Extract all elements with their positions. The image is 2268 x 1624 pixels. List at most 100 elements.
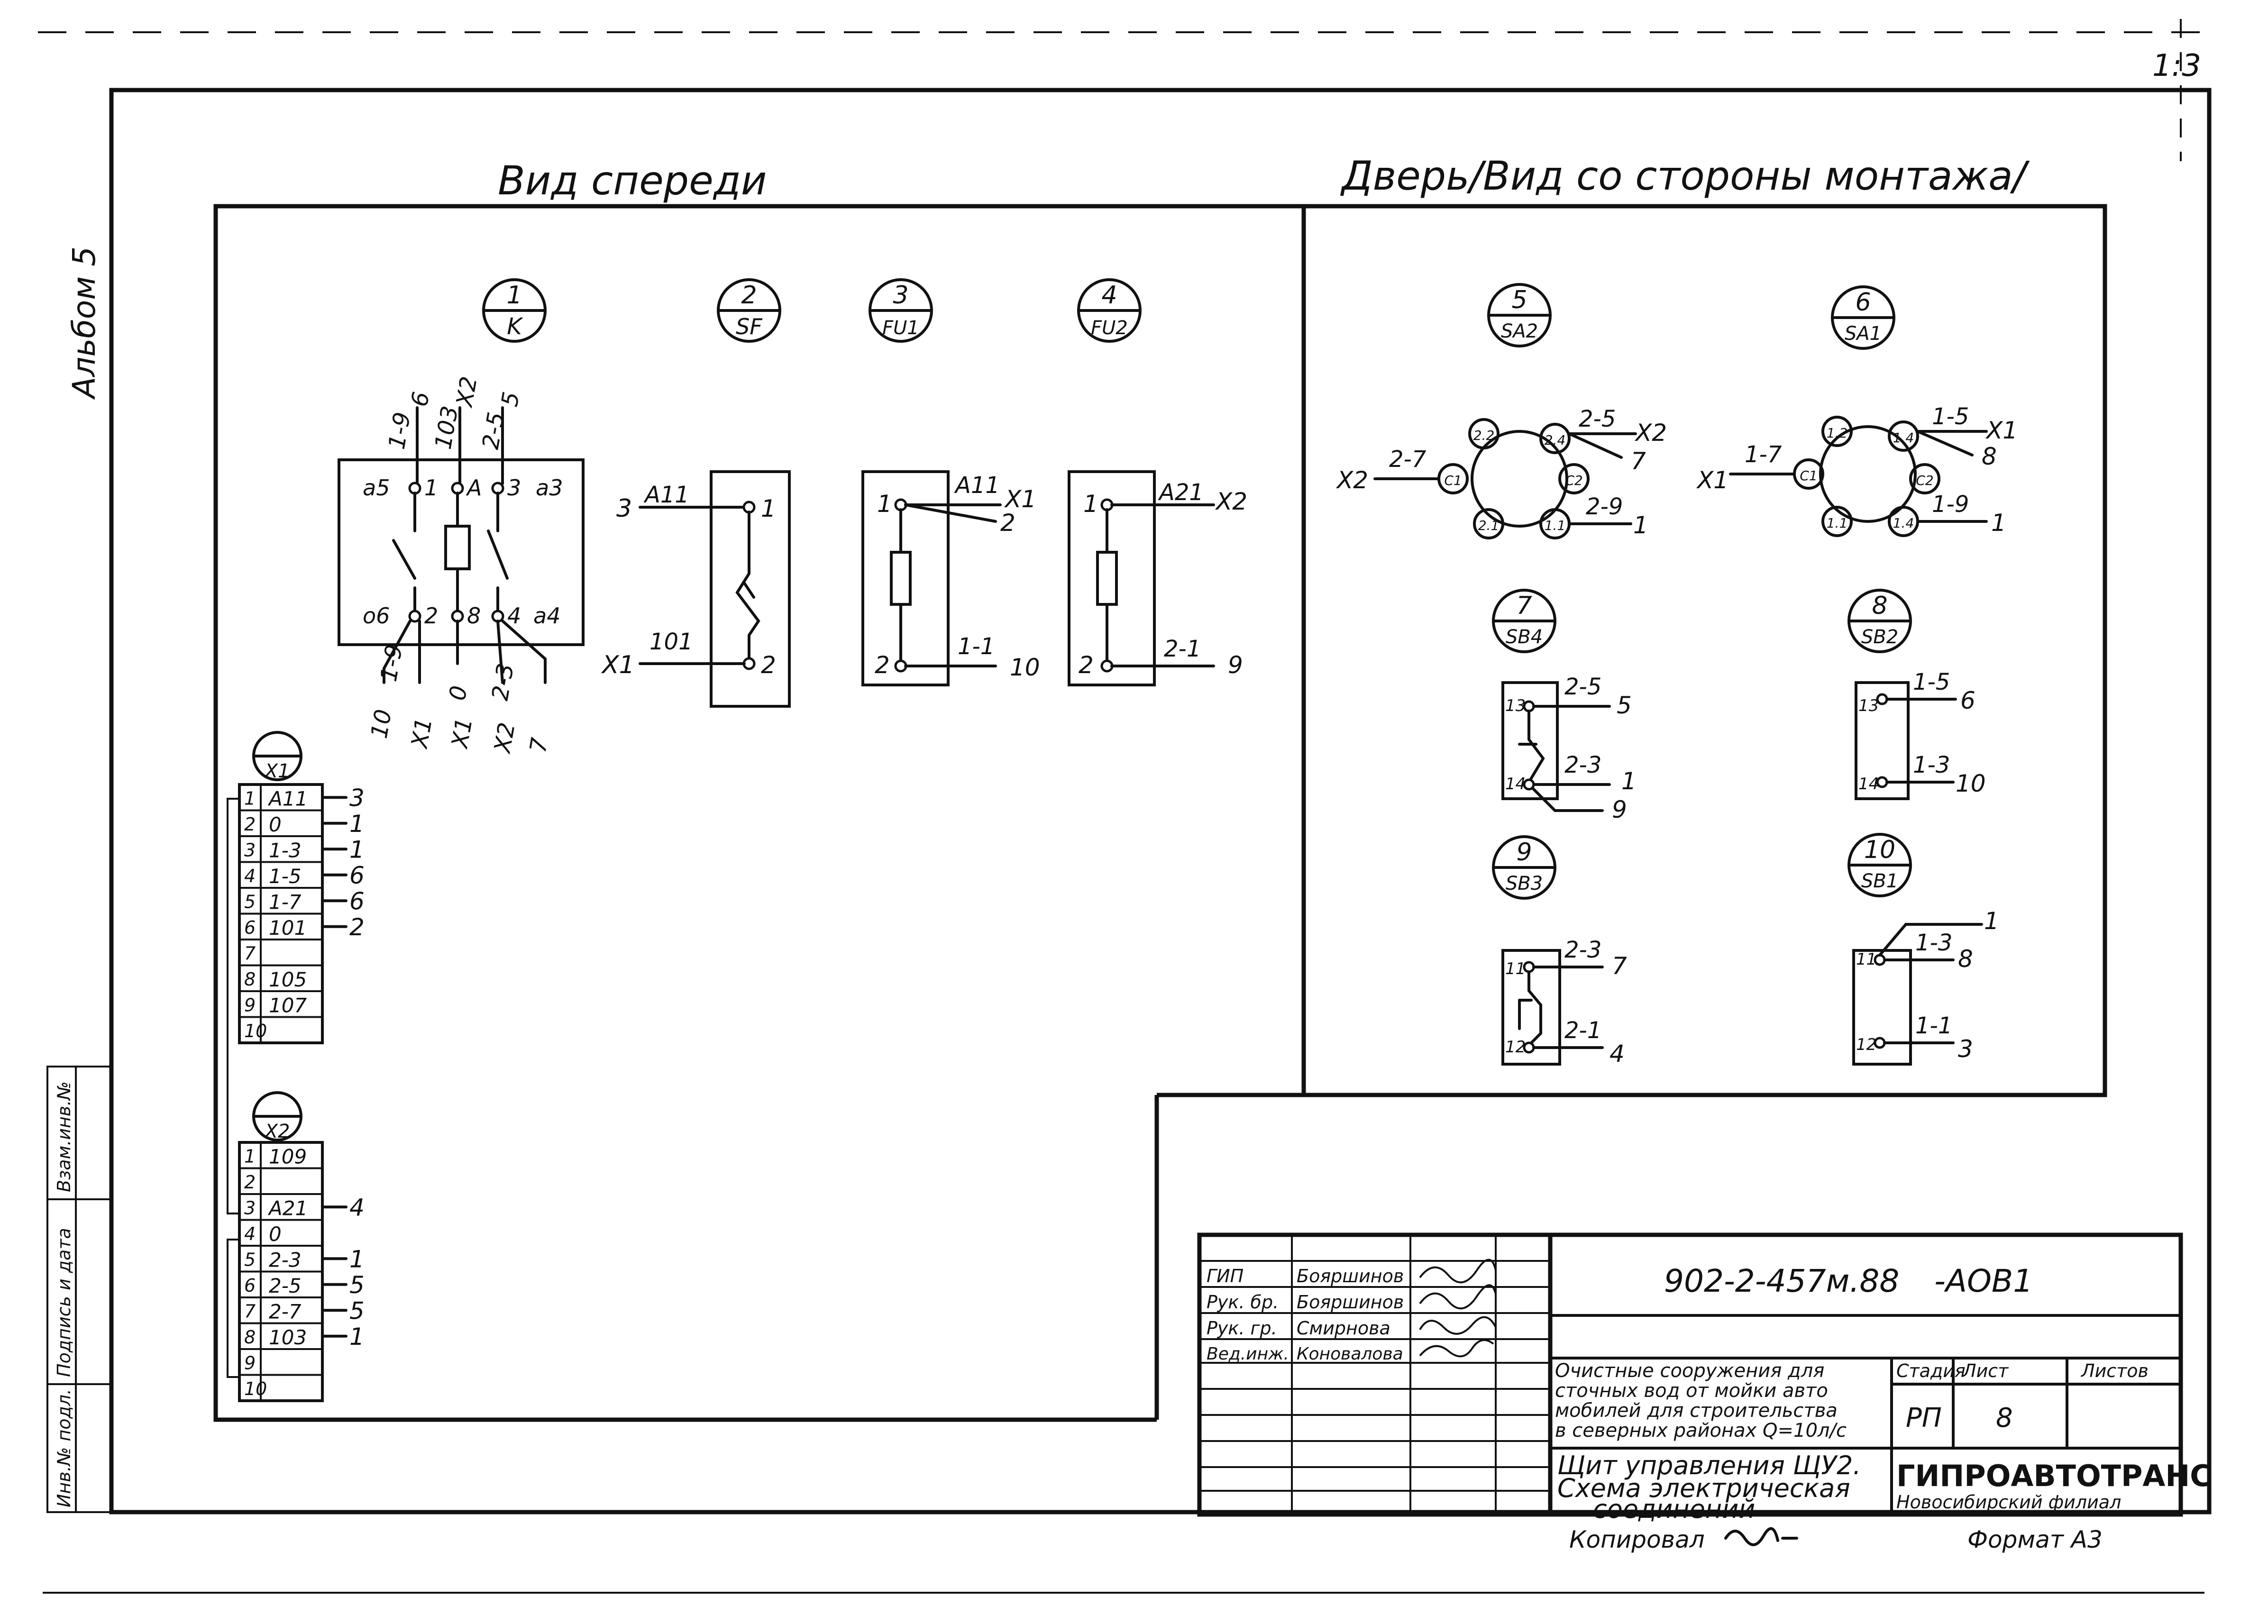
svg-text:X1: X1 [446,716,478,751]
fuse-fu1: 1 A11 X1 2 2 1-1 10 [861,470,1040,686]
svg-text:2-1: 2-1 [1564,1017,1601,1044]
svg-text:X1: X1 [601,651,635,679]
svg-text:3: 3 [893,281,908,310]
front-view-panel [213,204,1304,1422]
terminal-dest: 1 [349,810,365,838]
terminal-wire: 2-5 [269,1274,302,1297]
svg-text:14: 14 [1505,775,1526,794]
svg-text:2-3: 2-3 [487,661,520,703]
svg-text:7: 7 [525,736,554,755]
svg-text:SB4: SB4 [1506,626,1543,648]
svg-text:5: 5 [496,390,525,409]
terminal-row: 10 [244,1378,267,1399]
svg-text:SB3: SB3 [1506,873,1543,894]
svg-text:2: 2 [1000,509,1015,537]
svg-text:14: 14 [1858,775,1879,794]
svg-text:1-1: 1-1 [1915,1013,1952,1039]
front-view-heading: Вид спереди [498,157,767,204]
stamp-replace: Взам.инв.№ [54,1081,74,1192]
svg-text:X1: X1 [264,760,290,782]
svg-text:1.4: 1.4 [1893,515,1914,531]
terminal-wire: A21 [267,1197,308,1220]
svg-text:1.2: 1.2 [1827,425,1848,441]
terminal-wire: 2-3 [269,1249,302,1272]
format-label: Формат А3 [1967,1526,2103,1553]
svg-text:2-5: 2-5 [477,410,510,451]
svg-text:X2: X2 [489,721,521,756]
svg-text:5: 5 [1511,286,1527,314]
svg-text:1-9: 1-9 [384,410,416,451]
terminal-number: 8 [244,969,256,990]
terminal-wire: 101 [269,916,307,940]
svg-text:2-7: 2-7 [1389,446,1427,473]
svg-text:a4: a4 [533,603,560,629]
svg-text:2-9: 2-9 [1586,493,1623,520]
project-line-1: Очистные сооружения для [1555,1360,1824,1382]
svg-text:8: 8 [1982,443,1997,470]
corner-mark: 1:3 [2152,48,2201,83]
svg-text:6: 6 [1855,288,1871,317]
bubble-sb3: 9 SB3 [1492,835,1556,900]
switch-sa1: 1.2 1.4 C1 C2 1.1 1.4 1-7 X1 1-5 X1 8 1-… [1696,403,2018,537]
svg-text:1-7: 1-7 [1745,441,1782,468]
col-stage: Стадия [1896,1360,1966,1381]
svg-text:X2: X2 [1215,488,1247,515]
signer-role-1: ГИП [1207,1266,1244,1286]
svg-text:13: 13 [1858,696,1879,715]
svg-text:X2: X2 [1335,466,1368,494]
button-sb4: 13 2-5 5 14 2-3 1 9 [1501,674,1637,823]
svg-text:1-9: 1-9 [375,642,408,684]
terminal-wire: 2-7 [269,1300,302,1323]
doc-number: 902-2-457м.88 [1664,1263,1899,1299]
button-sb2: 13 1-5 6 14 1-3 10 [1855,669,1986,800]
svg-text:a3: a3 [536,475,563,501]
stamp-inv: Инв.№ подл. [54,1389,74,1507]
svg-text:FU1: FU1 [882,317,919,339]
door-view-heading: Дверь/Вид со стороны монтажа/ [1340,153,2030,199]
terminal-wire: 1-7 [269,891,302,914]
svg-text:C2: C2 [1565,473,1582,488]
svg-text:1-9: 1-9 [1932,491,1969,518]
terminal-number: 10 [244,1378,267,1399]
svg-text:10: 10 [366,707,397,740]
terminal-number: 4 [244,866,256,886]
svg-text:1.1: 1.1 [1545,518,1566,533]
svg-text:2-1: 2-1 [1164,636,1201,662]
signer-name-2: Бояршинов [1297,1292,1404,1313]
bubble-sa2: 5 SA2 [1487,283,1552,347]
svg-text:10: 10 [1956,770,1986,797]
bubble-fu1: 3 FU1 [869,278,933,343]
terminal-dest: 5 [349,1271,365,1299]
project-line-2: сточных вод от мойки авто [1555,1380,1828,1402]
bubble-sf: 2 SF [717,278,781,343]
svg-text:1: 1 [761,495,776,522]
sheet-title-2: Схема электрическая [1557,1473,1850,1503]
terminal-dest: 1 [349,1323,365,1350]
terminal-dest: 2 [349,913,365,941]
terminal-dest: 6 [349,862,365,889]
bubble-sb2: 8 SB2 [1847,589,1912,653]
col-sheets: Листов [2080,1360,2149,1381]
door-panel [1301,204,2107,1097]
svg-text:2.4: 2.4 [1545,432,1566,448]
svg-text:1: 1 [1621,767,1637,795]
project-line-3: мобилей для строительства [1555,1400,1838,1422]
svg-text:2: 2 [741,281,757,310]
svg-text:6: 6 [1960,687,1975,714]
terminal-number: 2 [244,814,256,835]
terminal-dest: 6 [349,887,365,915]
fuse-fu2: 1 A21 X2 2 2-1 9 [1068,470,1247,686]
svg-text:A: A [466,475,482,501]
bubble-sb4: 7 SB4 [1492,589,1556,653]
svg-text:10: 10 [1864,836,1895,864]
svg-text:1-5: 1-5 [1913,669,1950,695]
svg-text:4: 4 [1101,281,1117,310]
svg-text:A11: A11 [954,472,1000,499]
signer-name-4: Коновалова [1297,1344,1403,1364]
